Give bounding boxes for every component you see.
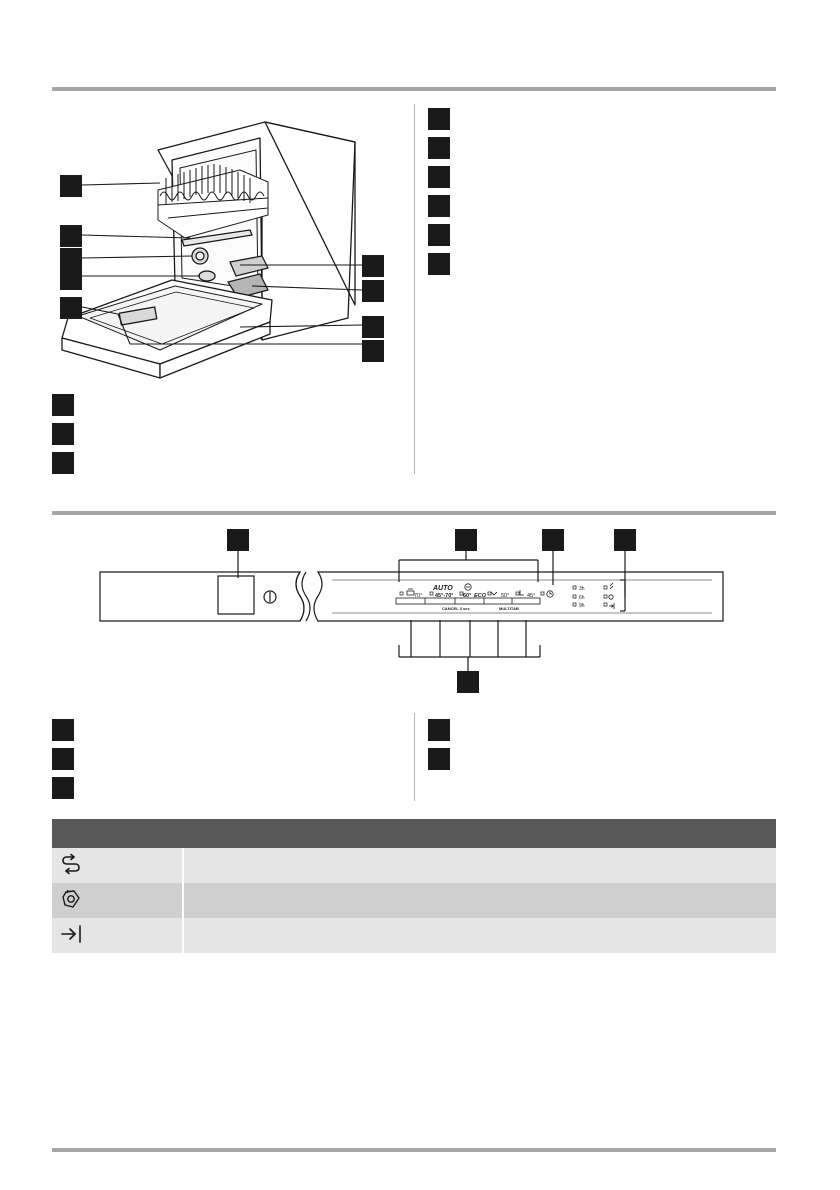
legend-box-4 [428,108,450,130]
table-header-description [183,819,776,848]
callout-indicators [614,529,636,551]
rinse-aid-indicator-icon [62,853,80,875]
legend-box-7 [428,195,450,217]
table-header-indicator [52,819,183,848]
legend-box-5 [428,137,450,159]
section-rule-bottom [52,1148,776,1152]
legend-box-3 [52,452,74,474]
salt-indicator-icon [62,889,80,908]
filter-drawing [229,255,269,277]
callout-delay-button [542,529,564,551]
callout-program-indicators [455,529,477,551]
multitab-label: MULTITAB [499,606,519,611]
control-panel-illustration [99,546,724,672]
prog3-temp: 60° [463,593,471,599]
prog5-temp: 45° [527,593,535,599]
prog1-temp: 70° [414,593,422,599]
table-row [52,848,776,883]
table-cell-description [183,918,776,953]
callout-filters [362,255,384,277]
callout-rinse-aid-dispenser [362,316,384,338]
delay-9h: 9h [579,603,585,609]
callout-program-buttons [457,671,479,693]
callout-detergent-dispenser [362,340,384,362]
callout-upper-basket [60,175,82,197]
legend-box-2 [52,423,74,445]
prog2-temp: 45°-70° [435,593,453,599]
table-row [52,918,776,953]
upper-spray-arm-drawing [181,229,253,247]
table-cell-description [183,848,776,883]
legend-box-9 [428,253,450,275]
prog4-temp: 50° [501,593,509,599]
column-separator-middle [414,713,415,801]
callout-cutlery-basket [60,297,82,319]
door-drawing [61,279,273,379]
callout-lower-spray-arm [60,268,82,290]
section-rule-middle [52,511,776,515]
prog3-suffix: ECO [474,593,487,599]
callout-upper-spray-arm [60,225,82,247]
legend-box-11 [52,748,74,770]
display-window [217,575,255,615]
upper-basket-drawing [157,164,269,239]
callout-on-off-button [227,529,249,551]
dishwasher-illustration [61,121,363,379]
callout-salt-container [362,280,384,302]
delay-6h: 6h [579,595,585,601]
legend-box-8 [428,224,450,246]
legend-box-1 [52,394,74,416]
prog2-name: AUTO [432,585,453,592]
delay-3h: 3h [579,586,585,592]
end-indicator-icon [61,925,81,943]
legend-box-13 [428,719,450,741]
column-separator-top [414,104,415,474]
legend-box-6 [428,166,450,188]
cancel-label: CANCEL 3 sec [442,606,470,611]
indicators-table [52,819,776,953]
callout-spray-nozzle [60,248,82,270]
table-cell-description [183,883,776,918]
legend-box-10 [52,719,74,741]
legend-box-12 [52,777,74,799]
table-row [52,883,776,918]
section-rule-top [52,87,776,91]
control-panel-labels: 70° AUTO 45°-70° 60° ECO 50° 45° CANCEL … [414,585,585,611]
legend-box-14 [428,748,450,770]
